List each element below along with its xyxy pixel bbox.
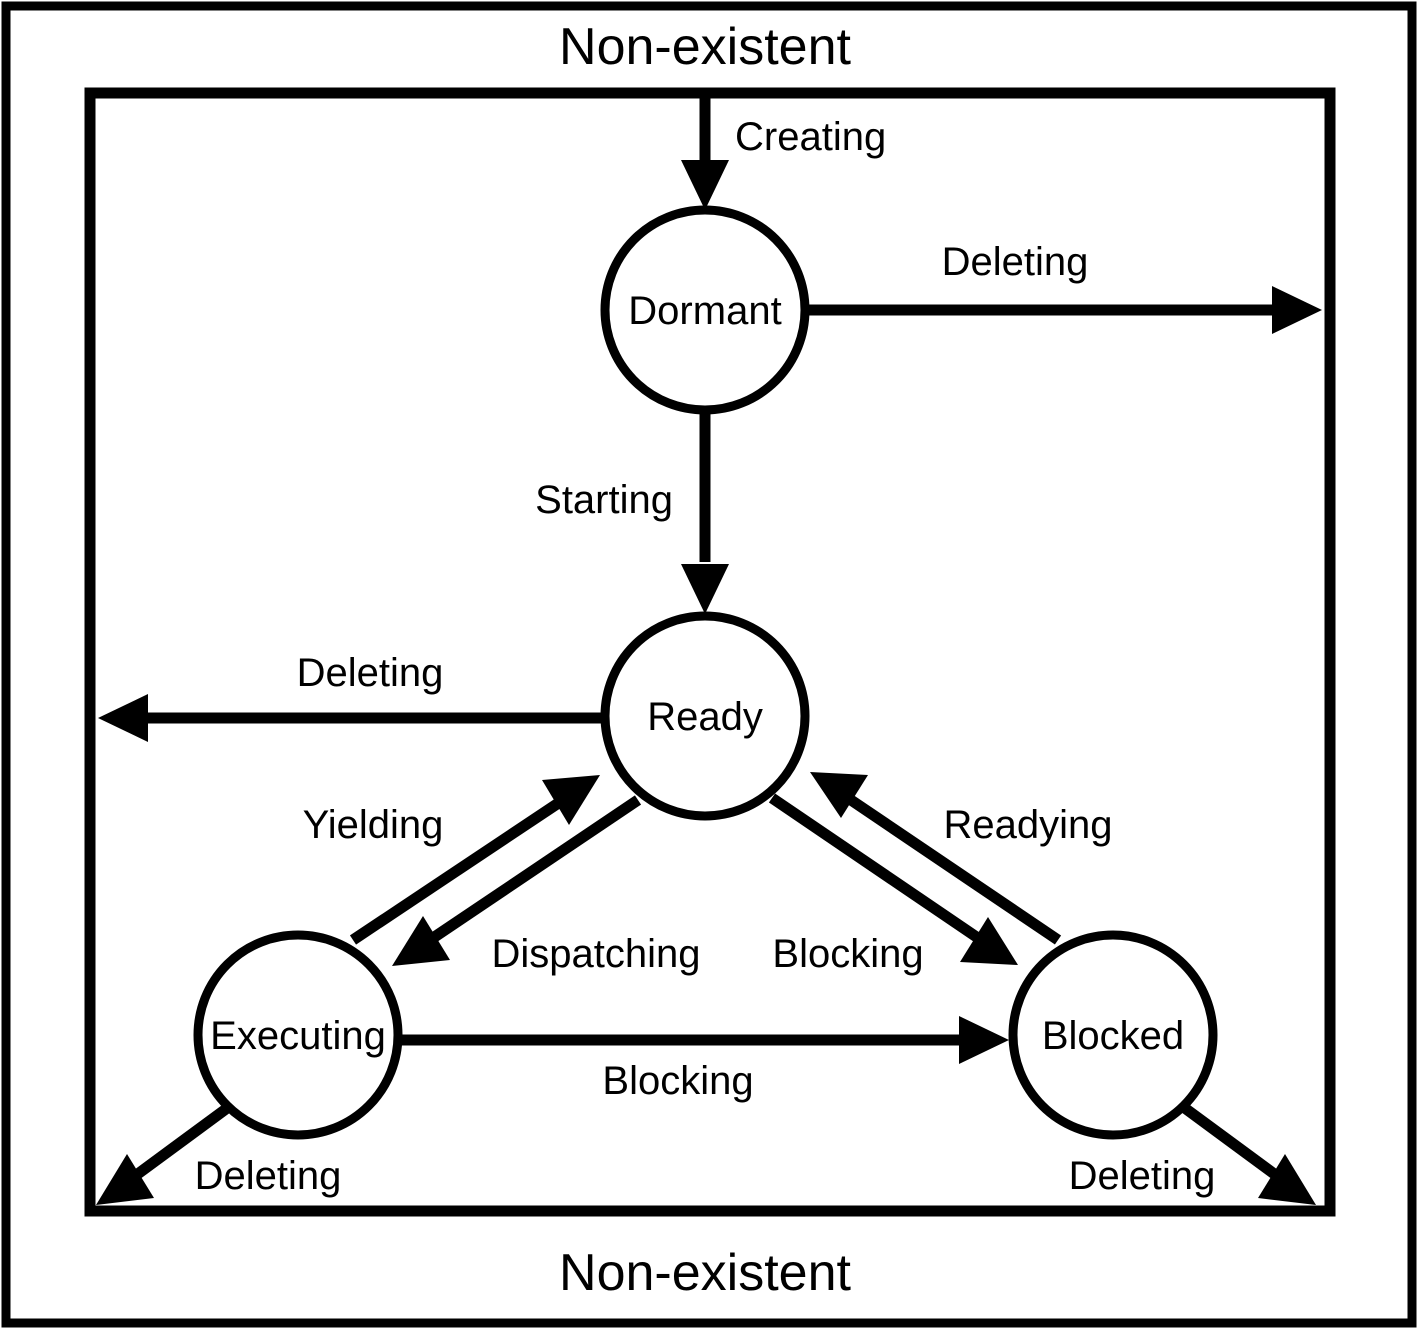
edge-label-blocking-executing: Blocking: [602, 1059, 753, 1103]
region-label-bottom: Non-existent: [559, 1244, 851, 1302]
edge-readying-line: [844, 793, 1062, 945]
edge-label-readying: Readying: [943, 803, 1112, 847]
arrow-head-creating: [681, 160, 729, 210]
edge-label-deleting-dormant: Deleting: [942, 240, 1089, 284]
state-node-executing[interactable]: Executing: [193, 930, 403, 1140]
edge-dispatching: Dispatching: [392, 795, 701, 976]
state-label-dormant: Dormant: [628, 289, 781, 333]
edge-label-starting: Starting: [535, 478, 673, 522]
edge-deleting-blocked-line: [1178, 1101, 1281, 1181]
edge-label-yielding: Yielding: [303, 803, 444, 847]
arrow-head-deleting-blocked: [1258, 1154, 1316, 1205]
arrow-head-blocking-executing: [959, 1016, 1009, 1064]
state-label-executing: Executing: [210, 1014, 386, 1058]
state-circle-dormant[interactable]: [600, 205, 810, 415]
edge-deleting-dormant: Deleting: [806, 240, 1322, 334]
state-circle-ready[interactable]: [600, 611, 810, 821]
edge-creating: Creating: [681, 97, 886, 210]
edge-label-creating: Creating: [735, 115, 886, 159]
edge-yielding: Yielding: [303, 775, 600, 945]
edge-label-blocking-ready: Blocking: [772, 932, 923, 976]
edge-blocking-executing: Blocking: [402, 1016, 1009, 1103]
arrow-head-deleting-dormant: [1272, 286, 1322, 334]
state-circle-executing[interactable]: [193, 930, 403, 1140]
state-circle-blocked[interactable]: [1008, 930, 1218, 1140]
edge-deleting-ready: Deleting: [98, 651, 604, 742]
arrow-head-readying: [810, 772, 868, 818]
state-node-blocked[interactable]: Blocked: [1008, 930, 1218, 1140]
edge-deleting-blocked: Deleting: [1069, 1101, 1316, 1205]
arrow-head-blocking-ready: [960, 917, 1018, 965]
arrow-head-starting: [681, 564, 729, 614]
state-label-ready: Ready: [647, 695, 763, 739]
state-label-blocked: Blocked: [1042, 1014, 1184, 1058]
edge-label-deleting-blocked: Deleting: [1069, 1154, 1216, 1198]
arrow-head-deleting-ready: [98, 694, 148, 742]
region-label-top: Non-existent: [559, 18, 851, 76]
state-node-ready[interactable]: Ready: [600, 611, 810, 821]
edge-label-deleting-ready: Deleting: [297, 651, 444, 695]
edge-yielding-line: [349, 795, 567, 945]
arrow-head-deleting-executing: [96, 1154, 154, 1205]
arrow-head-yielding: [542, 775, 600, 825]
arrow-head-dispatching: [392, 916, 450, 966]
edge-deleting-executing-line: [131, 1101, 234, 1181]
edge-deleting-executing: Deleting: [96, 1101, 342, 1205]
edge-label-deleting-executing: Deleting: [195, 1154, 342, 1198]
edge-blocking-ready-line: [768, 793, 982, 943]
edge-label-dispatching: Dispatching: [491, 932, 700, 976]
inner-region-frame: [84, 87, 1336, 1217]
edge-blocking-ready: Blocking: [768, 793, 1018, 976]
edge-dispatching-line: [426, 795, 642, 945]
state-node-dormant[interactable]: Dormant: [600, 205, 810, 415]
edge-readying: Readying: [810, 772, 1113, 945]
edge-starting: Starting: [535, 411, 729, 614]
